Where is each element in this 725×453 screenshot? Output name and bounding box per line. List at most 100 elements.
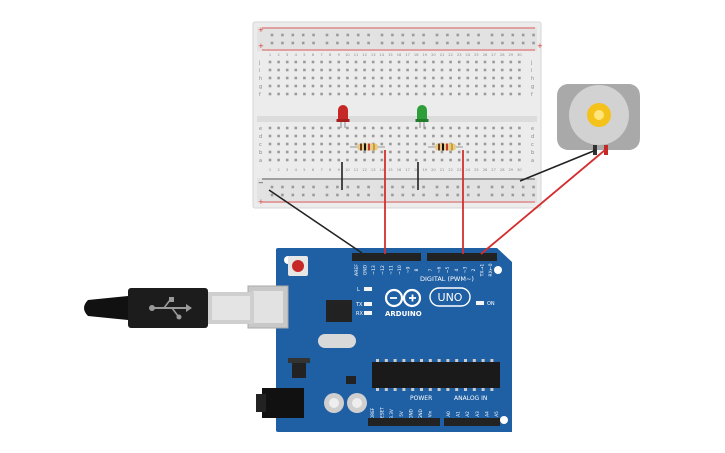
breadboard-hole[interactable] [449,68,452,72]
breadboard-hole[interactable] [285,150,289,154]
breadboard-hole[interactable] [389,60,392,64]
breadboard-hole[interactable] [268,92,272,96]
red-led[interactable] [336,105,350,128]
wire-red-motor[interactable] [480,149,606,255]
rail-hole[interactable] [521,185,525,189]
breadboard-hole[interactable] [500,68,504,72]
rail-hole[interactable] [270,185,274,189]
breadboard-hole[interactable] [492,76,495,80]
breadboard-hole[interactable] [380,84,384,88]
rail-hole[interactable] [301,185,305,189]
breadboard-hole[interactable] [483,126,487,130]
rail-hole[interactable] [336,193,339,197]
breadboard-hole[interactable] [432,134,435,138]
breadboard-hole[interactable] [363,60,366,64]
breadboard-hole[interactable] [311,92,315,96]
rail-hole[interactable] [490,193,494,197]
breadboard-hole[interactable] [509,76,513,80]
rail-hole[interactable] [521,33,525,37]
breadboard-hole[interactable] [406,126,409,130]
breadboard-hole[interactable] [320,76,323,80]
breadboard-hole[interactable] [303,84,306,88]
rail-hole[interactable] [411,193,415,197]
breadboard-hole[interactable] [432,76,435,80]
breadboard-hole[interactable] [500,158,504,162]
breadboard-hole[interactable] [397,134,401,138]
breadboard-hole[interactable] [423,142,427,146]
rail-hole[interactable] [380,193,384,197]
breadboard-hole[interactable] [363,134,366,138]
breadboard-hole[interactable] [337,76,341,80]
rail-hole[interactable] [346,185,350,189]
breadboard-hole[interactable] [337,142,341,146]
breadboard-hole[interactable] [440,134,444,138]
breadboard-hole[interactable] [389,150,392,154]
breadboard-hole[interactable] [268,84,272,88]
breadboard-hole[interactable] [294,126,298,130]
rail-hole[interactable] [435,185,439,189]
breadboard-hole[interactable] [371,60,375,64]
rail-hole[interactable] [532,185,535,189]
rail-hole[interactable] [532,41,535,45]
breadboard-hole[interactable] [328,158,332,162]
breadboard-hole[interactable] [268,126,272,130]
breadboard-hole[interactable] [328,68,332,72]
breadboard-hole[interactable] [380,142,384,146]
breadboard-hole[interactable] [311,68,315,72]
breadboard-hole[interactable] [457,92,461,96]
breadboard-hole[interactable] [432,150,435,154]
rail-hole[interactable] [456,33,460,37]
breadboard-hole[interactable] [406,60,409,64]
breadboard-hole[interactable] [320,84,323,88]
breadboard-hole[interactable] [389,68,392,72]
rail-hole[interactable] [380,185,384,189]
breadboard-hole[interactable] [303,76,306,80]
breadboard-hole[interactable] [285,126,289,130]
breadboard-hole[interactable] [406,150,409,154]
breadboard-hole[interactable] [414,92,418,96]
breadboard-hole[interactable] [423,60,427,64]
breadboard-hole[interactable] [432,84,435,88]
breadboard-hole[interactable] [518,134,521,138]
breadboard-hole[interactable] [432,60,435,64]
breadboard-hole[interactable] [354,92,358,96]
breadboard-hole[interactable] [294,68,298,72]
breadboard-hole[interactable] [380,134,384,138]
breadboard-hole[interactable] [414,76,418,80]
breadboard-hole[interactable] [449,126,452,130]
breadboard-hole[interactable] [337,68,341,72]
rail-hole[interactable] [312,33,315,37]
breadboard-hole[interactable] [354,126,358,130]
rail-hole[interactable] [312,193,315,197]
rail-hole[interactable] [511,41,515,45]
breadboard-hole[interactable] [475,134,478,138]
rail-hole[interactable] [367,41,370,45]
breadboard-hole[interactable] [449,134,452,138]
breadboard-hole[interactable] [466,126,470,130]
breadboard-hole[interactable] [449,158,452,162]
breadboard-hole[interactable] [518,142,521,146]
breadboard-hole[interactable] [268,150,272,154]
breadboard-hole[interactable] [509,158,513,162]
rail-hole[interactable] [312,41,315,45]
breadboard-hole[interactable] [414,68,418,72]
breadboard-hole[interactable] [389,158,392,162]
breadboard-hole[interactable] [380,92,384,96]
breadboard-hole[interactable] [492,92,495,96]
breadboard-hole[interactable] [354,84,358,88]
breadboard-hole[interactable] [414,84,418,88]
rail-hole[interactable] [411,41,415,45]
breadboard-hole[interactable] [320,92,323,96]
resistor-2[interactable] [428,143,463,151]
breadboard-hole[interactable] [337,134,341,138]
rail-hole[interactable] [336,185,339,189]
rail-hole[interactable] [446,41,449,45]
breadboard-hole[interactable] [457,68,461,72]
breadboard-hole[interactable] [457,134,461,138]
breadboard-hole[interactable] [294,84,298,88]
breadboard-hole[interactable] [303,150,306,154]
power-jack[interactable] [262,388,304,418]
breadboard-hole[interactable] [483,84,487,88]
rail-hole[interactable] [270,193,274,197]
rail-hole[interactable] [466,41,470,45]
